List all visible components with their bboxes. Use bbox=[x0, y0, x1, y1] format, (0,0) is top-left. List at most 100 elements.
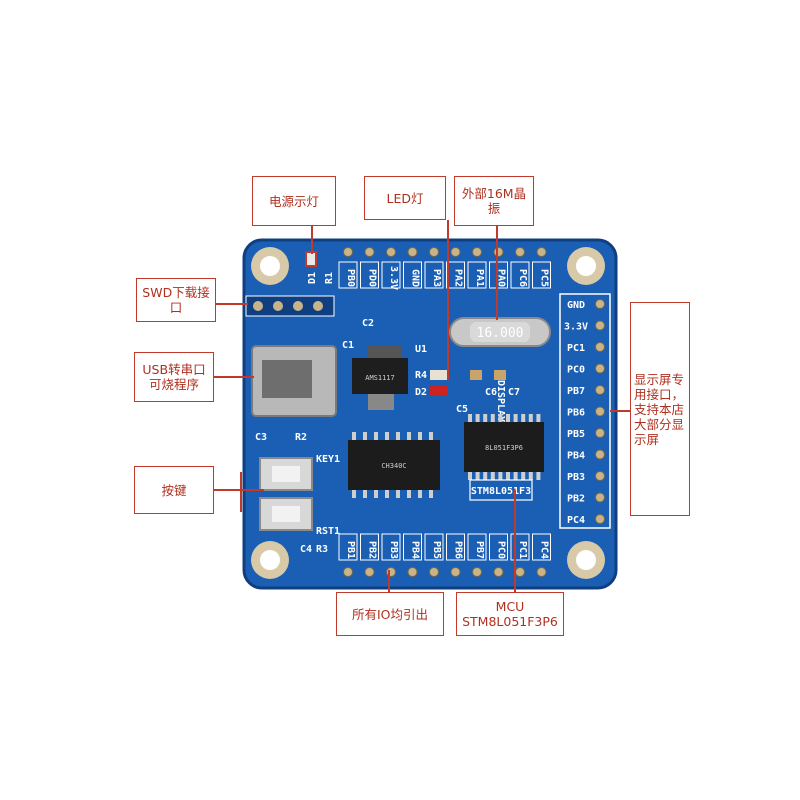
top-header-label-box bbox=[510, 261, 530, 289]
mcu-label: STM8L051F3 bbox=[471, 486, 531, 497]
resistor-r4 bbox=[430, 370, 448, 380]
mounting-hole-br bbox=[567, 541, 605, 579]
callout-key: 按键 bbox=[134, 466, 214, 514]
usb-port-opening bbox=[262, 360, 312, 398]
ch340-leg bbox=[407, 432, 411, 440]
top-header-label: PA0 bbox=[496, 269, 507, 287]
mounting-hole-tr bbox=[567, 247, 605, 285]
bottom-header-label: PB3 bbox=[388, 541, 399, 559]
top-header-pin bbox=[450, 247, 461, 257]
mcu-leg bbox=[483, 414, 488, 422]
ch340-leg bbox=[418, 490, 422, 498]
bottom-header-label: PB2 bbox=[367, 541, 378, 559]
ch340-text: CH340C bbox=[381, 462, 406, 470]
mcu-label-frame bbox=[469, 479, 533, 501]
bottom-header-pin bbox=[472, 567, 482, 577]
callout-power-led: 电源示灯 bbox=[252, 176, 336, 226]
display-port-pin bbox=[595, 492, 605, 503]
bottom-header-label: PC4 bbox=[539, 541, 550, 559]
display-port-pin bbox=[595, 320, 605, 331]
mounting-hole-tl bbox=[251, 247, 289, 285]
silk-d1: D1 bbox=[307, 272, 318, 284]
bottom-header-label: PB1 bbox=[345, 541, 356, 559]
top-header-label: PA3 bbox=[431, 269, 442, 287]
mcu-leg bbox=[490, 414, 495, 422]
ldo-text: AMS1117 bbox=[365, 374, 395, 382]
bottom-header-pin bbox=[536, 567, 547, 577]
mcu-leg bbox=[468, 414, 472, 422]
leader-io bbox=[388, 570, 390, 592]
display-port-label: 3.3V bbox=[564, 322, 588, 333]
swd-pins bbox=[253, 301, 323, 311]
ch340-leg bbox=[352, 432, 356, 440]
callout-mcu: MCU STM8L051F3P6 bbox=[456, 592, 564, 636]
top-header-label: 3.3V bbox=[388, 266, 399, 290]
rst1-cap bbox=[272, 506, 300, 522]
top-header-label: PD0 bbox=[367, 269, 378, 287]
mcu-leg bbox=[528, 472, 533, 480]
bottom-header-label: PB6 bbox=[453, 541, 464, 559]
top-header-pin bbox=[386, 247, 396, 257]
bottom-header-label: PB4 bbox=[410, 541, 421, 559]
mcu-leg bbox=[498, 472, 503, 480]
mcu-leg bbox=[536, 414, 541, 422]
ch340-leg bbox=[396, 490, 400, 498]
display-port-label: PB4 bbox=[567, 451, 585, 462]
bottom-header-label: PC0 bbox=[496, 541, 507, 559]
ch340-leg bbox=[429, 432, 433, 440]
top-header-label-box bbox=[467, 261, 487, 289]
top-header-label: PC6 bbox=[517, 269, 528, 287]
display-port-label: PB7 bbox=[567, 386, 585, 397]
top-header-label: PA1 bbox=[474, 269, 485, 287]
leader-swd bbox=[216, 303, 248, 305]
leader-key-a bbox=[214, 489, 264, 491]
power-led bbox=[305, 251, 317, 267]
ch340-leg bbox=[385, 490, 389, 498]
top-header-label: GND bbox=[410, 269, 421, 287]
silk-key1: KEY1 bbox=[316, 454, 340, 465]
bottom-header-label-box bbox=[403, 533, 422, 561]
bottom-header-label-box bbox=[381, 533, 401, 561]
top-header-label-box bbox=[360, 261, 379, 289]
led-d2 bbox=[430, 386, 448, 396]
silk-c6: C6 bbox=[485, 387, 497, 398]
top-header-pin bbox=[515, 247, 525, 257]
bottom-header-label-box bbox=[446, 533, 465, 561]
ch340-leg bbox=[385, 432, 389, 440]
capacitor-c7 bbox=[494, 370, 506, 380]
top-header-label-box bbox=[424, 261, 444, 289]
silk-u1: U1 bbox=[415, 344, 427, 355]
mcu-legs bbox=[468, 414, 541, 480]
ch340-leg bbox=[374, 490, 378, 498]
display-port-pin bbox=[595, 514, 605, 524]
bottom-header-pin bbox=[364, 567, 375, 577]
silk-c7: C7 bbox=[508, 387, 520, 398]
display-port-pin bbox=[595, 471, 605, 481]
top-header-pin bbox=[364, 247, 375, 257]
bottom-header-label-box bbox=[510, 533, 530, 561]
mounting-hole-bl bbox=[251, 541, 289, 579]
top-header-pin bbox=[472, 247, 482, 257]
top-header-pin bbox=[536, 247, 547, 257]
mcu-leg bbox=[506, 472, 510, 480]
display-port-label: PC4 bbox=[567, 515, 585, 526]
callout-io: 所有IO均引出 bbox=[336, 592, 444, 636]
bottom-header-pin bbox=[493, 567, 504, 577]
display-port-label: GND bbox=[567, 300, 585, 311]
bottom-header-label-box bbox=[424, 533, 444, 561]
display-port-label: PB2 bbox=[567, 494, 585, 505]
bottom-header-label: PB7 bbox=[474, 541, 485, 559]
silk-d2: D2 bbox=[415, 387, 427, 398]
callout-swd: SWD下载接口 bbox=[136, 278, 216, 322]
display-port-label: PC0 bbox=[567, 365, 585, 376]
leader-display bbox=[610, 410, 632, 412]
top-header-pin bbox=[343, 247, 353, 257]
ch340-leg bbox=[352, 490, 356, 498]
crystal-window bbox=[470, 322, 530, 342]
ch340-leg bbox=[407, 490, 411, 498]
silk-rst1: RST1 bbox=[316, 526, 340, 537]
silk-r1: R1 bbox=[324, 272, 335, 284]
mcu-leg bbox=[475, 472, 480, 480]
